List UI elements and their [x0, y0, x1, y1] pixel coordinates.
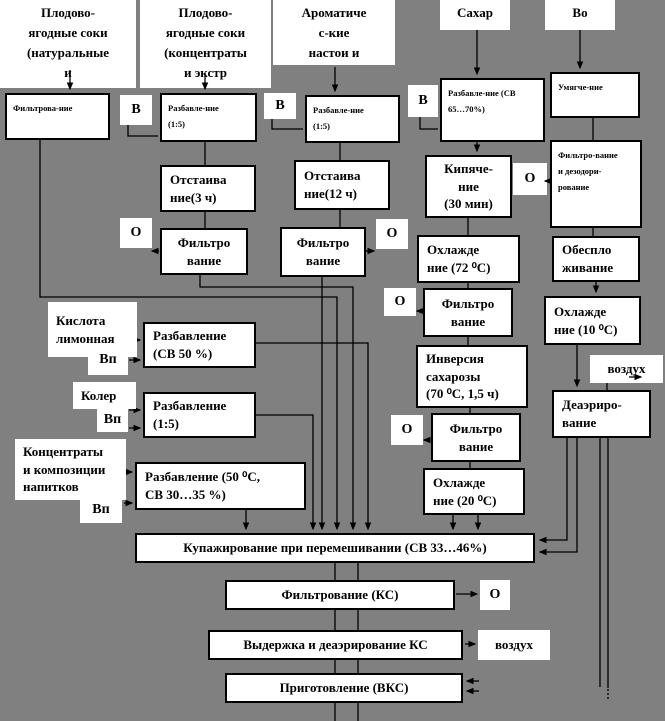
line-v1-connector [127, 125, 158, 137]
node-boiling: Кипяче- ние (30 мин) [425, 155, 512, 218]
node-sterilization: Обеспло живание [552, 236, 640, 282]
label-water-v-2: В [264, 93, 296, 119]
input-concentrates: Концентраты и композиции напитков [15, 439, 126, 500]
node-filtration-1: Фильтро вание [160, 228, 248, 275]
arrow-deaeration-to-blending-2 [538, 438, 578, 556]
node-filtering: Фильтрова-ние [5, 93, 110, 140]
node-settling-12h: Отстаива ние(12 ч) [294, 160, 390, 210]
node-dilution-50c: Разбавление (50 ⁰С, СВ 30…35 %) [135, 462, 306, 510]
node-inversion: Инверсия сахарозы (70 ⁰С, 1,5 ч) [416, 345, 528, 408]
line-v3-connector [419, 117, 438, 130]
header-aromatic: Ароматиче с-кие настои и [273, 0, 395, 65]
label-waste-o-1: О [120, 218, 152, 248]
node-filtration-3: Фильтро вание [423, 288, 513, 337]
node-dilution-sv65: Разбавле-ние (СВ 65…70%) [440, 78, 545, 142]
node-cooling-20: Охлажде ние (20 ⁰С) [423, 468, 525, 515]
node-filtration-ks: Фильтрование (КС) [225, 580, 455, 610]
node-dilution-1-5-c: Разбавление (1:5) [143, 392, 256, 438]
node-dilution-1-5-b: Разбавле-ние (1:5) [305, 95, 400, 143]
label-waste-o-2: О [376, 219, 408, 249]
node-filtration-2: Фильтро вание [280, 227, 366, 277]
arrow-dilutionsv50-to-blending [256, 342, 372, 531]
label-vp-3: Вп [80, 497, 122, 523]
header-fruit-natural: Плодово- ягодные соки (натуральные и [0, 0, 136, 88]
node-cooling-72: Охлажде ние (72 ⁰С) [417, 235, 520, 283]
label-waste-o-3: О [384, 288, 416, 316]
label-water-v-1: В [120, 95, 152, 125]
arrow-dilution15-to-blending [256, 414, 317, 531]
node-deaeration: Деаэриро- вание [552, 390, 651, 438]
arrow-filtration1-to-blending [199, 275, 357, 531]
node-dilution-sv50: Разбавление (СВ 50 %) [143, 322, 256, 368]
node-blending: Купажирование при перемешивании (СВ 33…4… [135, 533, 535, 563]
arrow-deaeration-to-blending-1 [538, 438, 568, 544]
label-waste-o-5: О [513, 163, 547, 195]
node-dilution-1-5-a: Разбавле-ние (1:5) [160, 93, 257, 142]
node-filtration-deodorization: Фильтро-вание и дезодори- рование [550, 140, 642, 228]
node-settling-3h: Отстаива ние(3 ч) [160, 165, 256, 212]
label-vp-1: Вп [88, 345, 128, 375]
line-v2-connector [271, 119, 303, 130]
label-waste-o-4: О [391, 415, 423, 445]
label-water-v-3: В [408, 85, 438, 117]
node-cooling-10: Охлажде ние (10 ⁰С) [544, 296, 641, 345]
node-softening: Умягче-ние [550, 72, 640, 118]
header-water: Во [545, 0, 615, 30]
input-koler: Колер [73, 382, 136, 409]
label-waste-o-6: О [480, 580, 510, 610]
node-filtration-4: Фильтро вание [431, 413, 521, 462]
header-fruit-concentrate: Плодово- ягодные соки (концентраты и экс… [140, 0, 271, 88]
label-vp-2: Вп [97, 407, 128, 432]
arrow-filtering1-to-blending [39, 140, 341, 531]
node-aging-deaeration: Выдержка и деаэрирование КС [208, 630, 463, 660]
label-vozduh-2: воздух [478, 630, 550, 660]
node-preparation: Приготовление (ВКС) [225, 673, 463, 703]
label-vozduh-1: воздух [590, 355, 663, 383]
header-sugar: Сахар [440, 0, 510, 30]
